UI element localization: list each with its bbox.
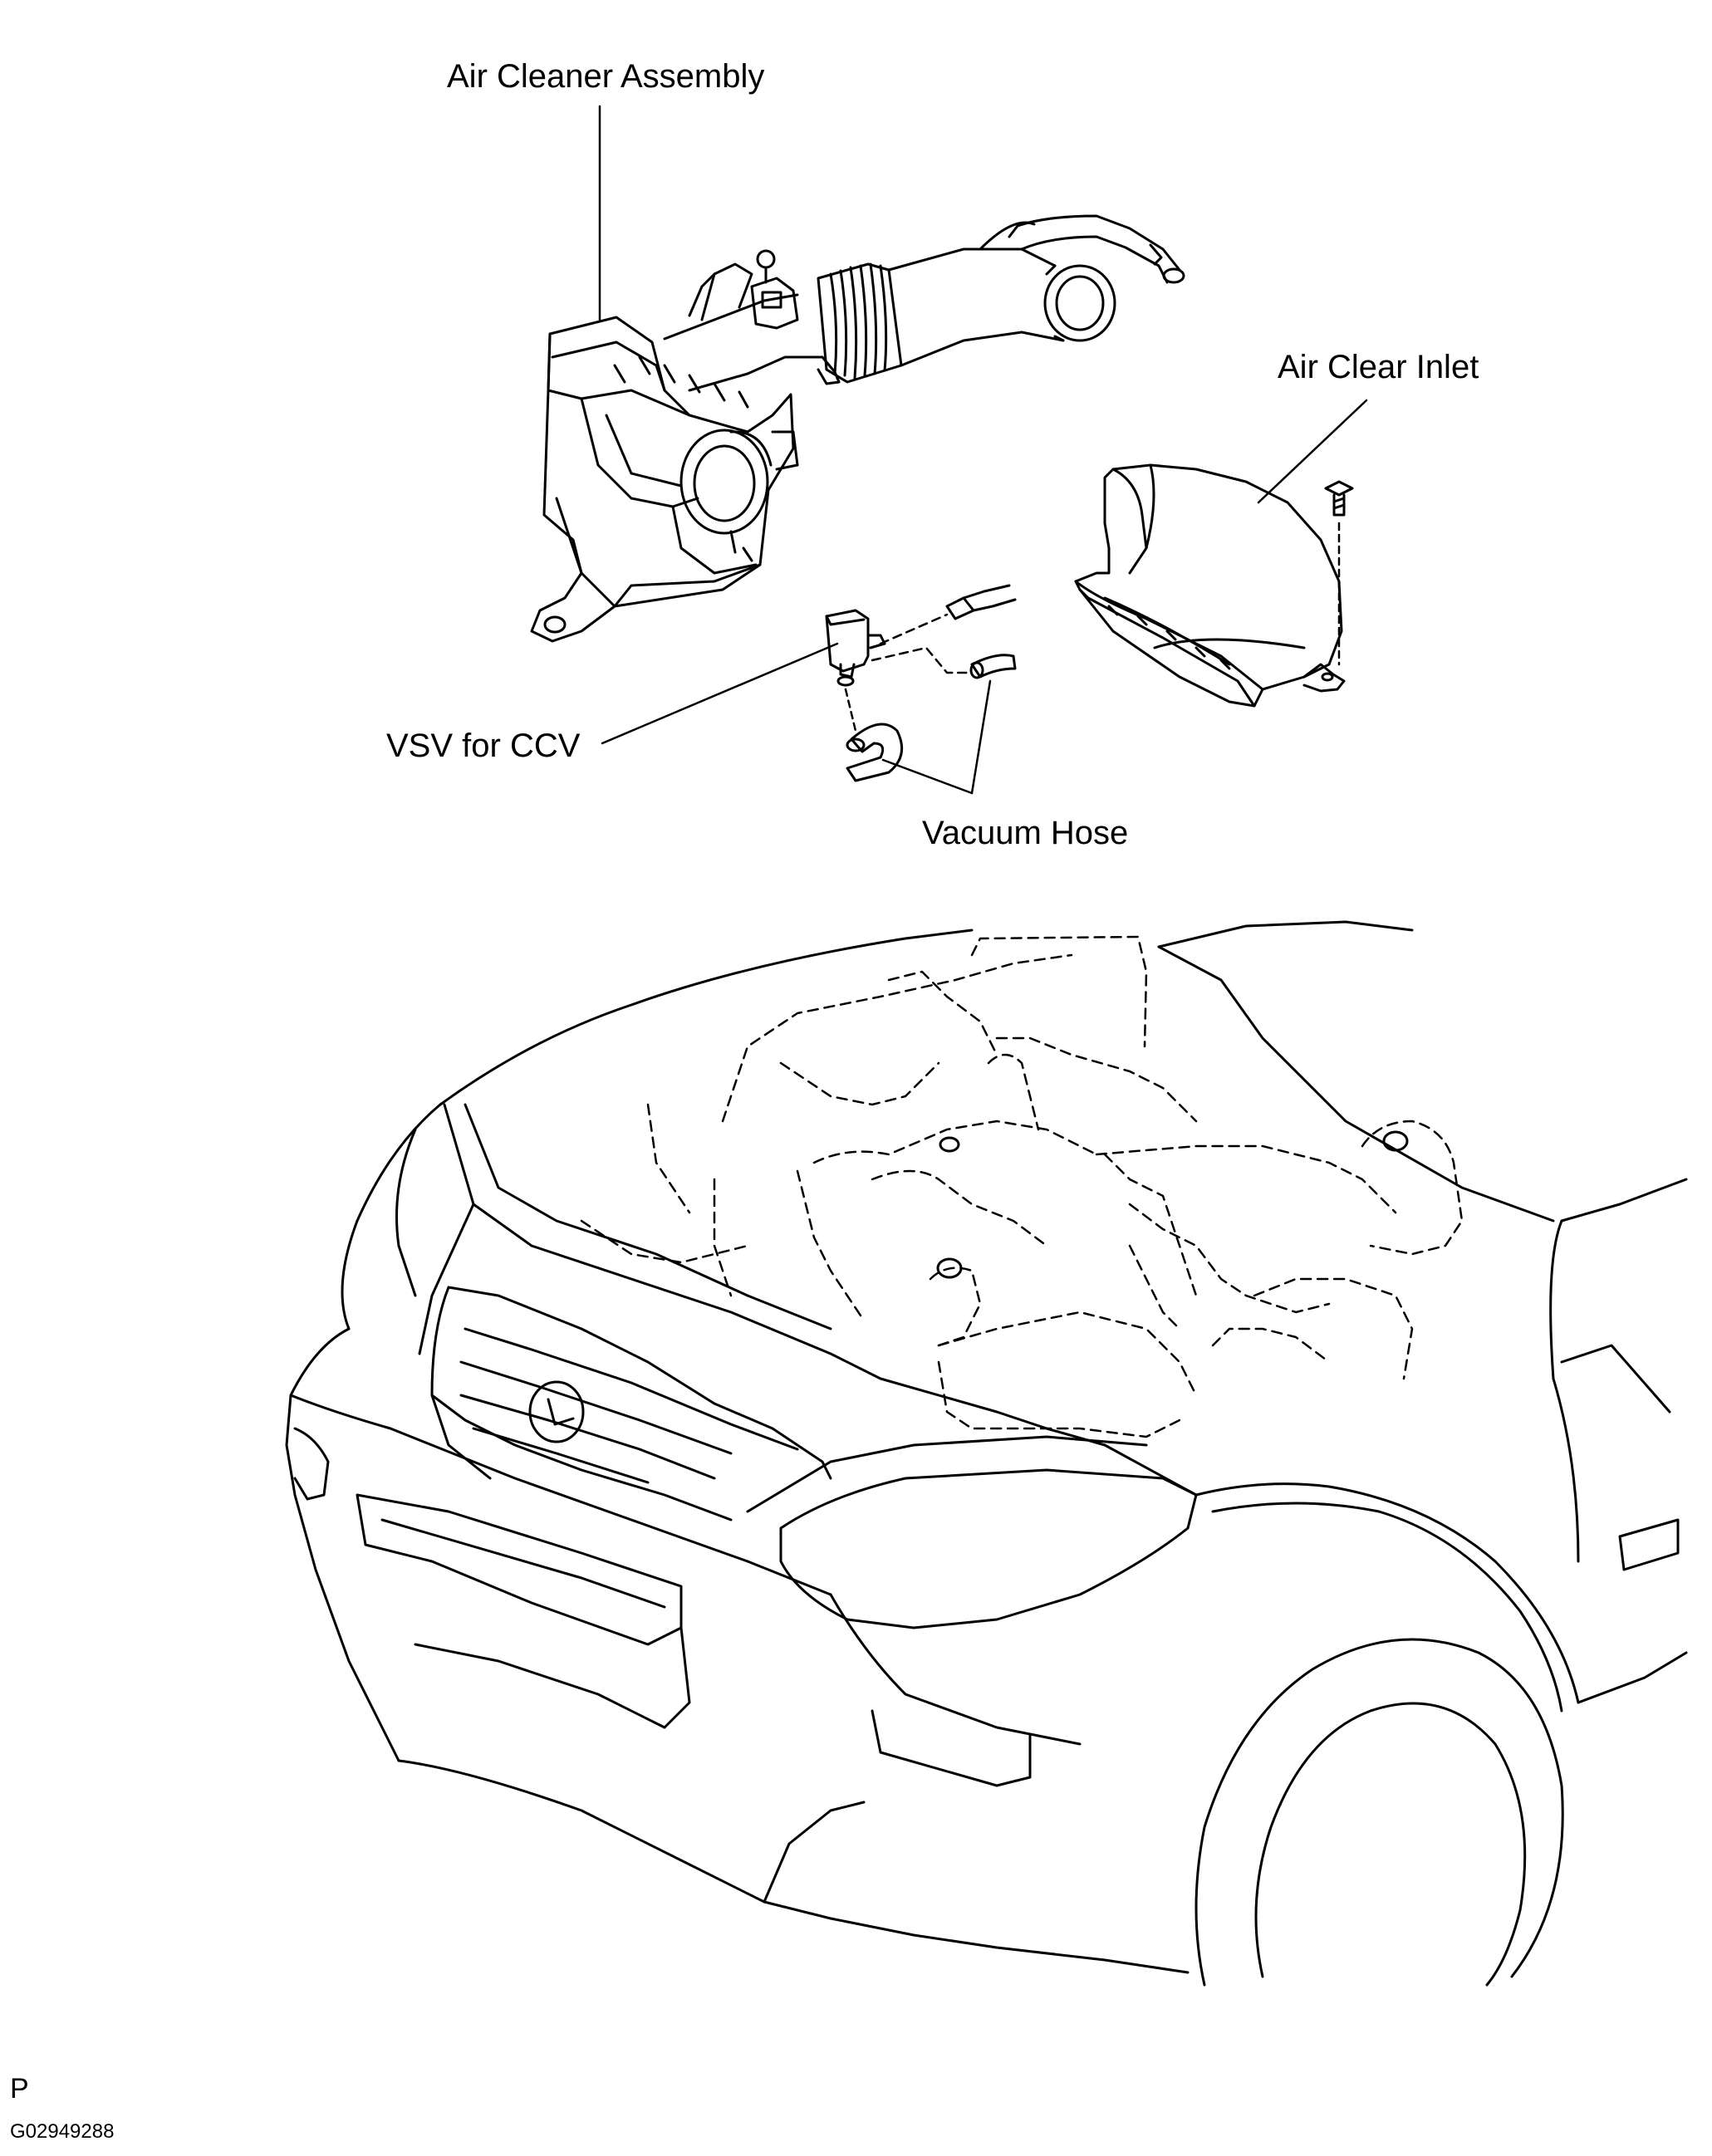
label-air-cleaner-assembly: Air Cleaner Assembly [447, 58, 765, 95]
intake-duct-part [663, 214, 1185, 392]
page-marker: P [10, 2073, 29, 2105]
label-air-clear-inlet: Air Clear Inlet [1278, 349, 1479, 385]
vehicle-front-outline [285, 920, 1688, 1987]
label-vacuum-hose: Vacuum Hose [922, 815, 1129, 851]
label-vsv-for-ccv: VSV for CCV [386, 728, 581, 764]
leader-vsv-for-ccv [601, 642, 839, 745]
leader-vacuum-hose [881, 679, 992, 795]
air-cleaner-assembly-part [530, 316, 799, 643]
air-clear-inlet-part [1074, 463, 1354, 708]
vacuum-hose-part [846, 654, 1017, 782]
vsv-for-ccv-part [825, 584, 1017, 733]
figure-code: G02949288 [10, 2120, 115, 2143]
leader-air-clear-inlet [1257, 399, 1368, 504]
